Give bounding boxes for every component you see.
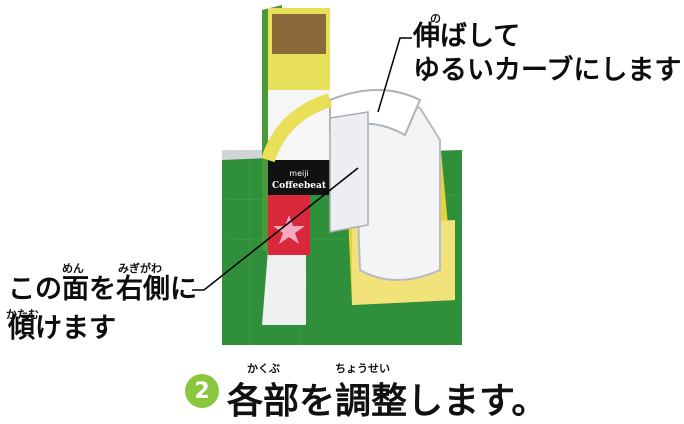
- white-road: [262, 250, 306, 325]
- callout-left-line1-wrap: この面を右側に: [8, 273, 197, 307]
- callout-left-line2: 傾けます: [8, 313, 116, 344]
- step-title: 各部を調整します。: [227, 381, 548, 422]
- step-number-badge: 2: [185, 374, 219, 408]
- furigana-katamu: かたむ: [6, 308, 39, 321]
- callout-left-line1: この面を右側に: [8, 274, 197, 305]
- pillar-panel: [329, 111, 369, 233]
- top-leader-line: [377, 37, 412, 113]
- furigana-men: めん: [62, 262, 84, 275]
- callout-top-line2: ゆるいカーブにします: [413, 55, 682, 86]
- arch-strip: [261, 93, 333, 163]
- furigana-no: の: [430, 12, 441, 25]
- callout-top-line1: 伸ばして: [413, 21, 521, 52]
- box-brand: meiji: [289, 169, 308, 178]
- left-leader-line: [192, 167, 359, 291]
- box-illustration: [272, 14, 326, 54]
- callout-top: 伸ばして ゆるいカーブにします: [413, 20, 681, 88]
- furigana-chousei: ちょうせい: [335, 362, 390, 375]
- box-name: Coffeebeat: [272, 181, 327, 191]
- callout-left-line2-wrap: 傾けます: [8, 312, 116, 346]
- box-label-panel: [268, 160, 330, 195]
- furigana-kakubu: かくぶ: [247, 362, 280, 375]
- furigana-migigawa: みぎがわ: [118, 262, 162, 275]
- star-icon: [273, 215, 305, 244]
